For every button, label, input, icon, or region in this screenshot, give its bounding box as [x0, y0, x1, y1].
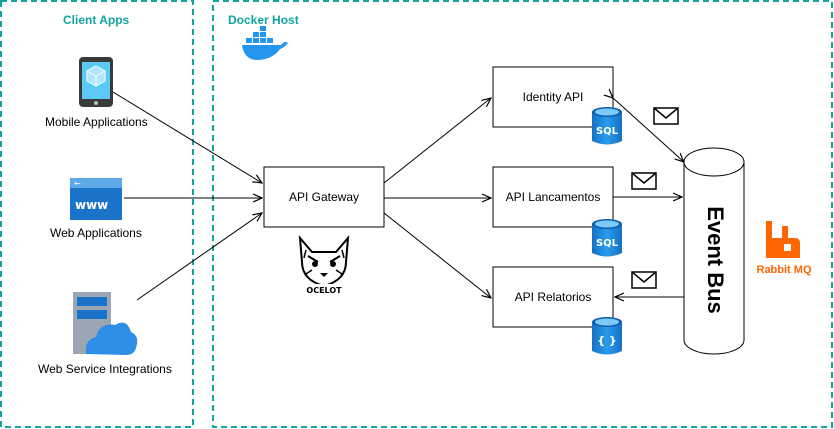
api-relatorios-label: API Relatorios [515, 290, 592, 304]
lancamentos-db-label: SQL [596, 238, 619, 249]
server-cloud-icon [73, 292, 138, 355]
ocelot-logo-text: OCELOT [306, 286, 342, 295]
mobile-applications-label: Mobile Applications [45, 115, 148, 129]
rabbitmq-icon [766, 221, 800, 258]
rabbitmq-label: Rabbit MQ [757, 264, 812, 276]
relatorios-db-label: { } [597, 334, 617, 347]
identity-database-icon: SQL [592, 107, 622, 145]
docker-whale-icon [242, 26, 288, 60]
identity-db-label: SQL [596, 126, 619, 137]
event-bus-label: Event Bus [703, 206, 728, 314]
relatorios-database-icon: { } [592, 317, 622, 355]
edge-gateway-to-identity [383, 98, 491, 184]
api-gateway-label: API Gateway [289, 190, 359, 204]
ocelot-logo-icon: OCELOT [298, 235, 350, 295]
edge-gateway-to-relatorios [383, 212, 491, 298]
envelope-icon [631, 172, 657, 190]
edge-mobile-to-gateway [112, 91, 262, 183]
envelope-icon [631, 271, 657, 289]
api-lancamentos-label: API Lancamentos [506, 190, 601, 204]
api-gateway-box [263, 166, 385, 228]
lancamentos-database-icon: SQL [592, 219, 622, 257]
docker-host-group [212, 0, 833, 428]
browser-www-icon: ← www [70, 178, 122, 220]
mobile-phone-icon [79, 57, 113, 107]
client-apps-group [0, 0, 194, 428]
envelope-icon [653, 107, 679, 125]
svg-text:←: ← [74, 179, 81, 188]
api-relatorios-box [492, 266, 614, 328]
docker-host-label: Docker Host [228, 13, 299, 27]
identity-api-label: Identity API [523, 90, 584, 104]
event-bus-cylinder [683, 147, 745, 355]
api-lancamentos-box [492, 166, 614, 228]
svg-text:www: www [75, 198, 108, 212]
client-apps-label: Client Apps [63, 13, 130, 27]
edge-identity-eventbus [613, 98, 684, 162]
edge-service-to-gateway [136, 213, 262, 301]
web-applications-label: Web Applications [50, 226, 142, 240]
web-service-integrations-label: Web Service Integrations [38, 362, 172, 376]
